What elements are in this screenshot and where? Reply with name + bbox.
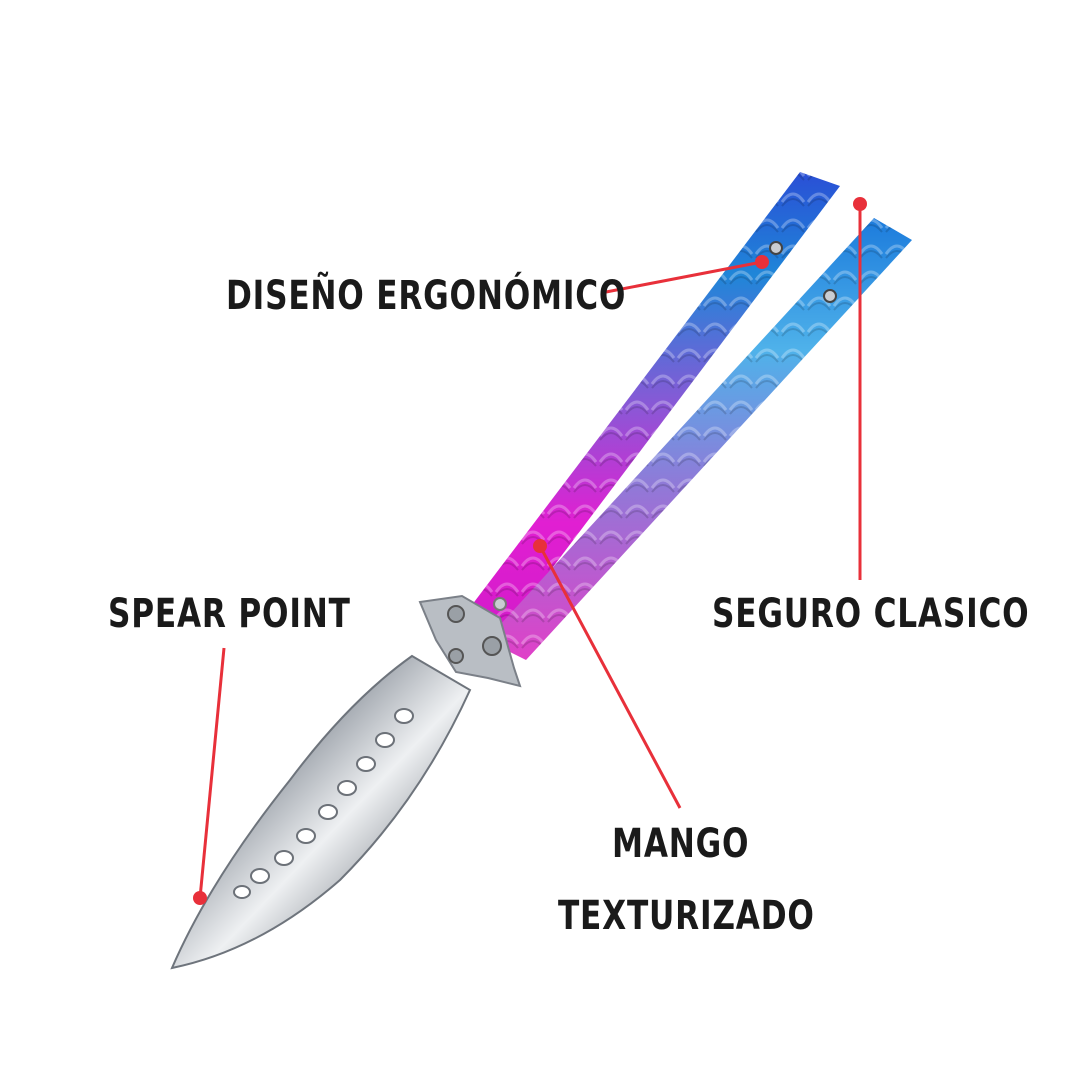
knife-handle-front	[456, 172, 840, 640]
label-seguro-clasico: SEGURO CLASICO	[712, 591, 1030, 637]
knife-tang	[418, 594, 522, 688]
knife-blade	[170, 654, 472, 970]
callout-mango	[533, 539, 682, 809]
handle-screw-top	[769, 241, 783, 255]
handle-screw-back	[823, 289, 837, 303]
callout-diseno	[605, 255, 769, 294]
knife-handle-back	[486, 218, 912, 660]
label-spear-point: SPEAR POINT	[108, 591, 351, 637]
label-mango: MANGO	[612, 821, 750, 867]
callout-seguro	[853, 197, 867, 580]
callout-spear	[193, 647, 226, 905]
label-diseno-ergonomico: DISEÑO ERGONÓMICO	[226, 273, 627, 319]
label-texturizado: TEXTURIZADO	[558, 893, 815, 939]
